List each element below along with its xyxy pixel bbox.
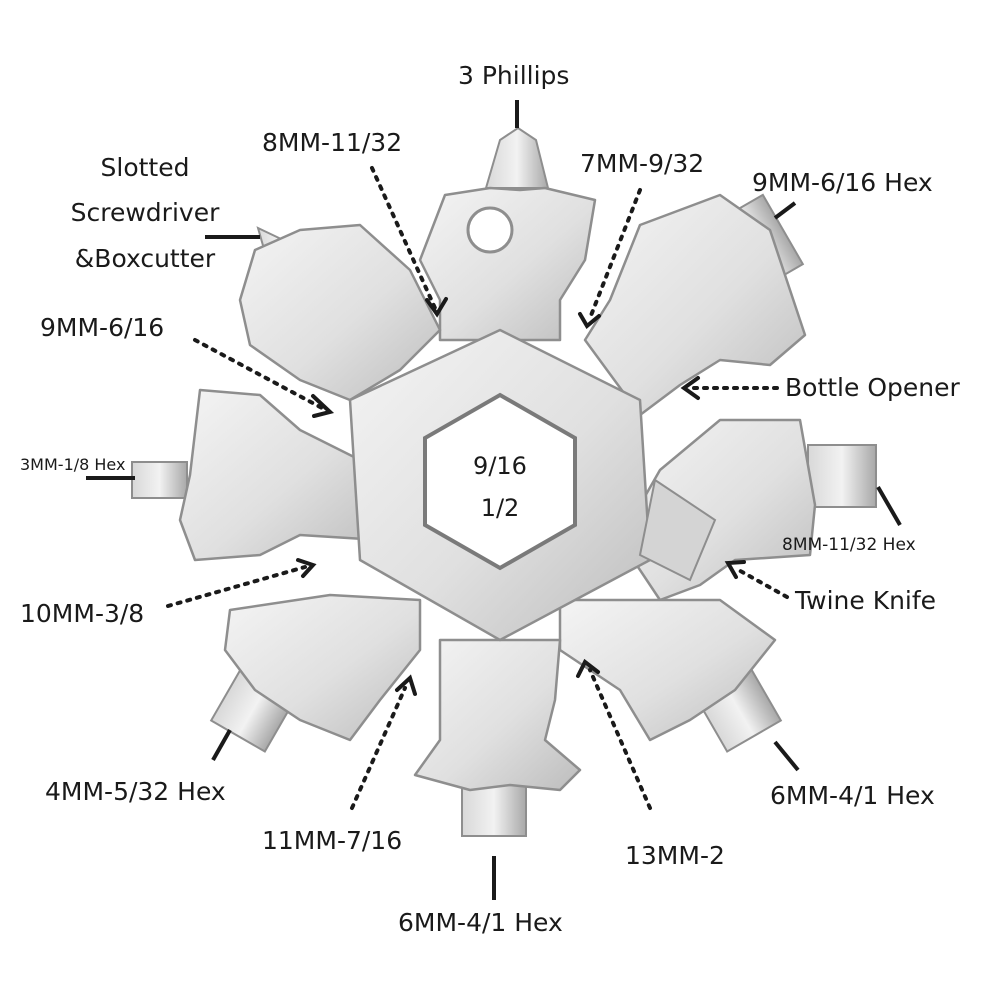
arrow-13mm <box>576 658 600 678</box>
center-size-bottom: 1/2 <box>480 494 520 522</box>
leader-10mm <box>166 565 307 608</box>
keyring-hole <box>466 206 514 254</box>
phillips-bit <box>484 126 550 189</box>
arm-upper-left <box>238 223 442 402</box>
arrow-10mm <box>296 558 317 578</box>
arm-bottom <box>413 638 582 792</box>
arrow-7mm <box>578 312 601 330</box>
label-8mm-11-32-hex: 8MM-11/32 Hex <box>782 535 916 555</box>
label-3mm-1-8-hex: 3MM-1/8 Hex <box>20 455 126 474</box>
arm-bottom-left <box>223 593 422 742</box>
arm-upper-right <box>583 193 807 417</box>
label-13mm-2: 13MM-2 <box>625 841 725 870</box>
label-11mm-7-16: 11MM-7/16 <box>262 826 403 855</box>
label-8mm-11-32: 8MM-11/32 <box>262 128 403 157</box>
label-3-phillips: 3 Phillips <box>458 61 570 90</box>
label-slotted-line3: &Boxcutter <box>74 243 216 273</box>
label-6mm-4-1-hex-right: 6MM-4/1 Hex <box>770 781 935 810</box>
label-bottle-opener: Bottle Opener <box>785 373 960 402</box>
label-9mm-6-16-hex: 9MM-6/16 Hex <box>752 168 933 197</box>
leader-7mm <box>588 188 642 320</box>
arrow-8mm-top <box>425 297 448 318</box>
leader-9mm <box>193 338 324 410</box>
label-twine-knife: Twine Knife <box>795 586 937 615</box>
center-hex-hole <box>423 392 577 571</box>
leader-4mm-hex <box>211 729 232 761</box>
dotted-leaders <box>166 166 789 810</box>
label-slotted-line2: Screwdriver <box>70 198 220 228</box>
snowflake-body <box>178 186 817 792</box>
hex-bit-3mm <box>131 461 188 499</box>
leader-8mm-hex <box>876 485 902 527</box>
cutouts <box>423 206 717 582</box>
label-slotted-line1: Slotted <box>100 153 190 182</box>
arrow-11mm <box>395 674 417 696</box>
leader-9mm-hex <box>773 201 797 220</box>
label-slotted-screwdriver-boxcutter: Slotted Screwdriver &Boxcutter <box>55 152 235 274</box>
label-7mm-9-32: 7MM-9/32 <box>580 149 705 178</box>
arrow-9mm <box>311 394 335 418</box>
solid-leaders <box>86 100 902 900</box>
arrowheads <box>296 297 746 696</box>
arm-top <box>418 186 597 342</box>
leader-6mm-right <box>773 740 800 772</box>
arm-lower-left <box>178 388 382 562</box>
label-6mm-4-1-hex-bottom: 6MM-4/1 Hex <box>398 908 563 937</box>
leader-11mm <box>350 686 407 810</box>
label-9mm-6-16: 9MM-6/16 <box>40 313 165 342</box>
arrow-bottle <box>680 376 700 400</box>
label-4mm-5-32-hex: 4MM-5/32 Hex <box>45 777 226 806</box>
hex-bit-8mm <box>807 444 877 508</box>
twine-knife-notch <box>638 478 717 582</box>
leader-twine <box>733 566 789 599</box>
label-10mm-3-8: 10MM-3/8 <box>20 599 145 628</box>
arrow-twine <box>724 560 746 579</box>
center-size-top: 9/16 <box>473 452 527 480</box>
